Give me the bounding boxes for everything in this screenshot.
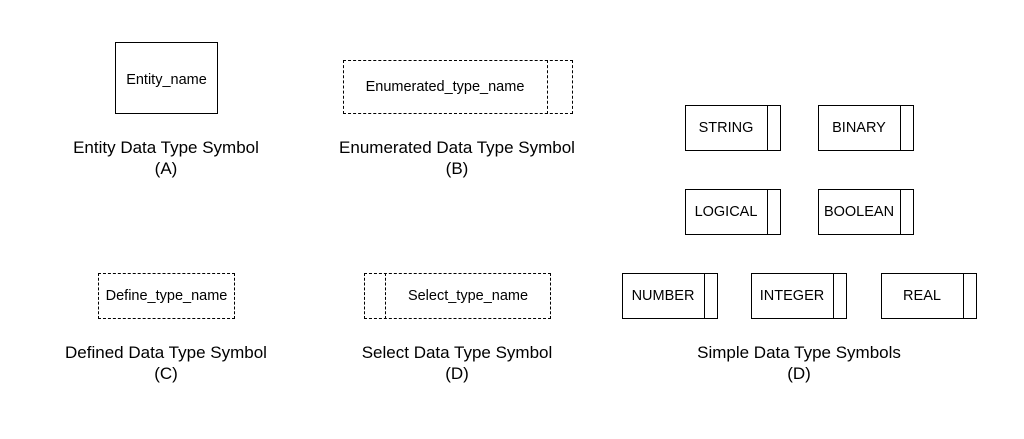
simple-symbol-logical xyxy=(685,189,781,235)
simple-symbol-string-divider xyxy=(767,105,768,151)
simple-symbol-binary xyxy=(818,105,914,151)
select-symbol-divider xyxy=(385,273,386,319)
simple-symbol-string-label: STRING xyxy=(698,120,754,136)
enumerated-symbol-divider xyxy=(547,60,548,114)
enumerated-symbol xyxy=(343,60,573,114)
simple-caption-title: Simple Data Type Symbols xyxy=(697,343,901,362)
simple-symbol-number-label: NUMBER xyxy=(631,288,695,304)
entity-symbol xyxy=(115,42,218,114)
select-caption-title: Select Data Type Symbol xyxy=(361,343,553,362)
simple-symbol-number-divider xyxy=(704,273,705,319)
defined-symbol xyxy=(98,273,235,319)
simple-caption: Simple Data Type Symbols (D) xyxy=(669,342,929,384)
simple-symbol-integer xyxy=(751,273,847,319)
entity-caption-letter: (A) xyxy=(154,159,178,178)
defined-caption-letter: (C) xyxy=(154,364,178,383)
simple-caption-letter: (D) xyxy=(787,364,811,383)
select-caption: Select Data Type Symbol (D) xyxy=(327,342,587,384)
defined-symbol-label: Define_type_name xyxy=(105,288,228,304)
select-symbol-label: Select_type_name xyxy=(407,288,529,304)
select-symbol xyxy=(364,273,551,319)
simple-symbol-boolean-label: BOOLEAN xyxy=(823,204,895,220)
select-caption-letter: (D) xyxy=(445,364,469,383)
enumerated-caption-title: Enumerated Data Type Symbol xyxy=(339,138,575,157)
entity-caption: Entity Data Type Symbol (A) xyxy=(36,137,296,179)
simple-symbol-binary-divider xyxy=(900,105,901,151)
simple-symbol-logical-label: LOGICAL xyxy=(694,204,758,220)
entity-symbol-label: Entity_name xyxy=(126,72,207,88)
simple-symbol-real-divider xyxy=(963,273,964,319)
simple-symbol-integer-divider xyxy=(833,273,834,319)
enumerated-caption: Enumerated Data Type Symbol (B) xyxy=(317,137,597,179)
simple-symbol-integer-label: INTEGER xyxy=(759,288,825,304)
simple-symbol-boolean xyxy=(818,189,914,235)
simple-symbol-real-label: REAL xyxy=(903,288,941,304)
simple-symbol-binary-label: BINARY xyxy=(832,120,886,136)
enumerated-caption-letter: (B) xyxy=(445,159,469,178)
simple-symbol-number xyxy=(622,273,718,319)
enumerated-symbol-label: Enumerated_type_name xyxy=(365,79,525,95)
simple-symbol-string xyxy=(685,105,781,151)
simple-symbol-boolean-divider xyxy=(900,189,901,235)
entity-caption-title: Entity Data Type Symbol xyxy=(73,138,259,157)
defined-caption-title: Defined Data Type Symbol xyxy=(65,343,267,362)
defined-caption: Defined Data Type Symbol (C) xyxy=(36,342,296,384)
simple-symbol-logical-divider xyxy=(767,189,768,235)
simple-symbol-real xyxy=(881,273,977,319)
